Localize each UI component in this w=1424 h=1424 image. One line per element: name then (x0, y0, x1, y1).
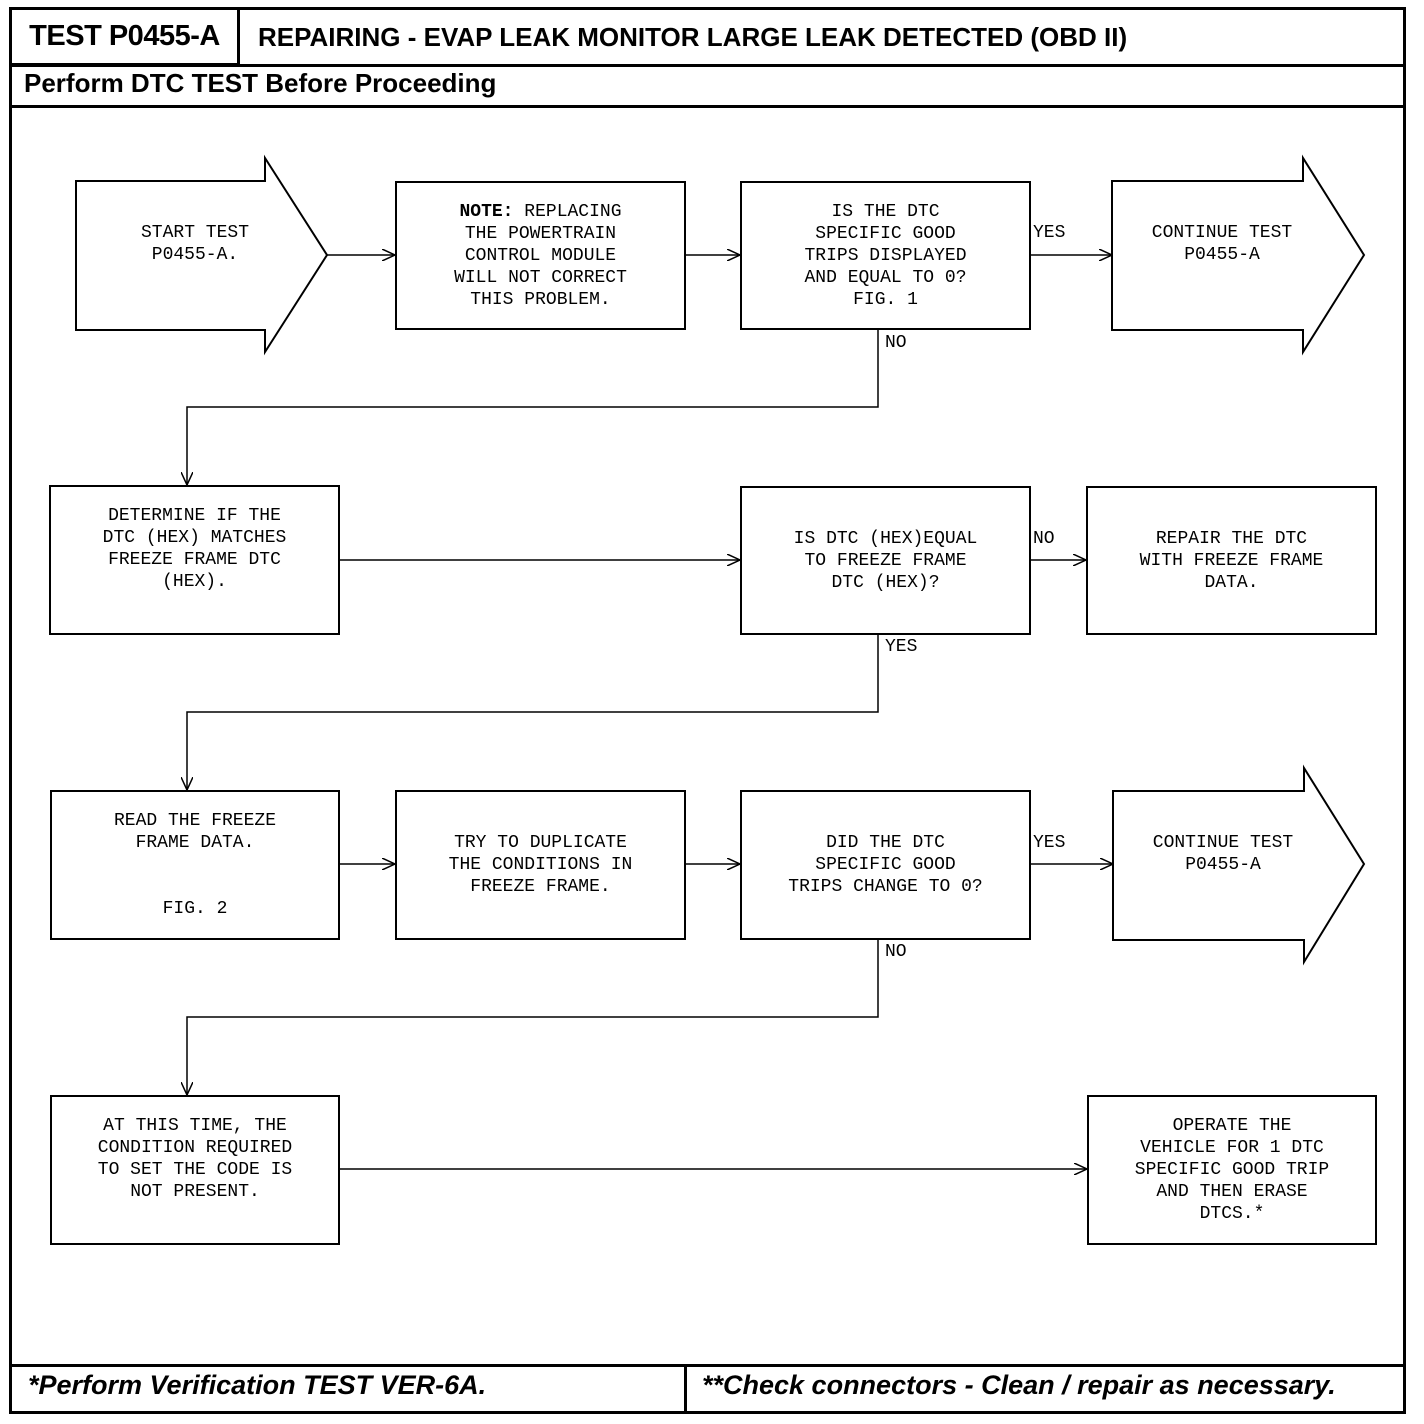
start-arrow-shape (75, 154, 329, 356)
page-title: REPAIRING - EVAP LEAK MONITOR LARGE LEAK… (258, 22, 1128, 52)
decision-text: DID THE DTC SPECIFIC GOOD TRIPS CHANGE T… (788, 833, 983, 897)
decision-box: IS DTC (HEX)EQUAL TO FREEZE FRAME DTC (H… (740, 486, 1031, 635)
process-text: TRY TO DUPLICATE THE CONDITIONS IN FREEZ… (448, 833, 633, 897)
result-box: OPERATE THE VEHICLE FOR 1 DTC SPECIFIC G… (1087, 1095, 1377, 1245)
branch-label-yes: YES (1033, 833, 1066, 853)
result-text: OPERATE THE VEHICLE FOR 1 DTC SPECIFIC G… (1134, 1116, 1330, 1224)
header-divider (12, 64, 1404, 67)
process-box: AT THIS TIME, THE CONDITION REQUIRED TO … (50, 1095, 340, 1245)
connector (187, 635, 879, 790)
process-text: READ THE FREEZE FRAME DATA. FIG. 2 (113, 811, 277, 919)
branch-label-yes: YES (885, 637, 918, 657)
footer-note: *Perform Verification TEST VER-6A. (28, 1370, 487, 1400)
note-box: NOTE: REPLACING THE POWERTRAIN CONTROL M… (395, 181, 686, 330)
note-label: NOTE: (459, 202, 514, 222)
process-text: AT THIS TIME, THE CONDITION REQUIRED TO … (97, 1116, 293, 1202)
process-box: READ THE FREEZE FRAME DATA. FIG. 2 (50, 790, 340, 940)
branch-label-no: NO (885, 942, 907, 962)
continue-node-text: CONTINUE TEST P0455-A (1151, 223, 1293, 265)
decision-box: IS THE DTC SPECIFIC GOOD TRIPS DISPLAYED… (740, 181, 1031, 330)
decision-text: IS THE DTC SPECIFIC GOOD TRIPS DISPLAYED… (804, 202, 967, 310)
continue2-arrow-shape (1112, 764, 1366, 966)
process-box: DETERMINE IF THE DTC (HEX) MATCHES FREEZ… (49, 485, 340, 635)
footer-divider (684, 1364, 687, 1412)
header-divider (12, 105, 1404, 108)
result-text: REPAIR THE DTC WITH FREEZE FRAME DATA. (1139, 529, 1324, 593)
connector (187, 330, 879, 485)
note-text: REPLACING THE POWERTRAIN CONTROL MODULE … (454, 202, 627, 310)
decision-box: DID THE DTC SPECIFIC GOOD TRIPS CHANGE T… (740, 790, 1031, 940)
footer-divider (12, 1364, 1404, 1367)
process-text: DETERMINE IF THE DTC (HEX) MATCHES FREEZ… (102, 506, 287, 592)
connector (187, 940, 879, 1095)
branch-label-yes: YES (1033, 223, 1066, 243)
decision-text: IS DTC (HEX)EQUAL TO FREEZE FRAME DTC (H… (793, 529, 978, 593)
branch-label-no: NO (885, 333, 907, 353)
page-frame (9, 7, 1406, 1414)
footer-note: **Check connectors - Clean / repair as n… (702, 1370, 1336, 1400)
page-subtitle: Perform DTC TEST Before Proceeding (24, 68, 497, 98)
branch-label-no: NO (1033, 529, 1055, 549)
continue1-arrow-shape (1111, 154, 1366, 356)
continue-node-text: CONTINUE TEST P0455-A (1152, 833, 1294, 875)
process-box: TRY TO DUPLICATE THE CONDITIONS IN FREEZ… (395, 790, 686, 940)
start-node-text: START TEST P0455-A. (140, 223, 250, 265)
result-box: REPAIR THE DTC WITH FREEZE FRAME DATA. (1086, 486, 1377, 635)
